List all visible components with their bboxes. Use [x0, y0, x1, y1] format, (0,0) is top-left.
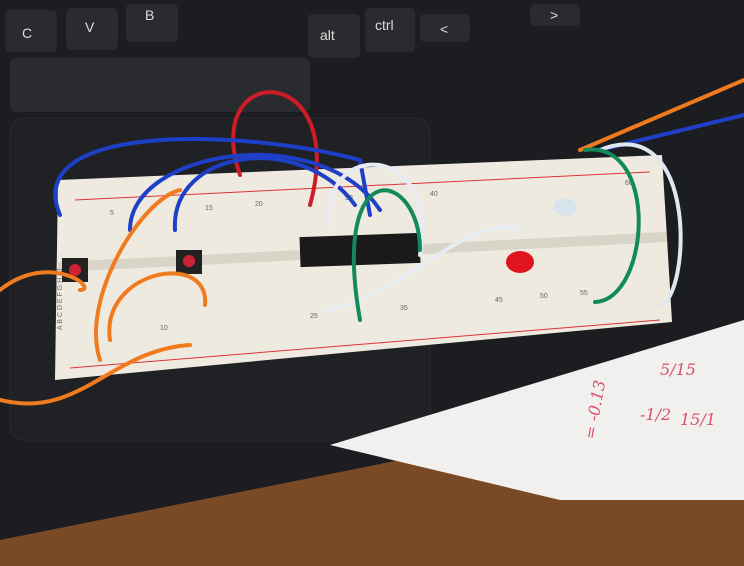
key-left [420, 14, 470, 42]
key-right [530, 4, 580, 26]
push-button-cap [69, 264, 81, 276]
column-number: 50 [540, 293, 548, 300]
breadboard [55, 155, 672, 380]
column-numbers: 5 10 15 20 25 30 35 40 45 50 55 60 A B C… [57, 180, 633, 332]
column-number: 20 [255, 201, 263, 208]
key-label: > [550, 7, 558, 23]
column-number: 15 [205, 205, 213, 212]
note-line: 5/15 [660, 360, 696, 379]
paper-notes [330, 320, 744, 500]
key-label: C [22, 25, 32, 41]
note-line: -1/2 [640, 405, 671, 424]
power-rail-line [69, 319, 661, 369]
blue-wire [53, 137, 372, 217]
white-wire [323, 225, 522, 312]
keyboard: C V B alt ctrl < > [5, 4, 580, 112]
spacebar [10, 58, 310, 112]
column-number: 60 [625, 180, 633, 187]
key-c [5, 10, 57, 52]
key-label: V [85, 19, 95, 35]
key-alt [308, 14, 360, 58]
key-label: < [440, 21, 448, 37]
red-led [506, 251, 534, 273]
key-label: ctrl [375, 17, 394, 33]
orange-wire [94, 188, 182, 362]
blue-wire [172, 156, 357, 232]
key-b [126, 4, 178, 42]
orange-wire [578, 78, 744, 152]
orange-wire [107, 271, 208, 342]
white-wire [598, 142, 683, 307]
push-button-cap [183, 255, 195, 267]
key-ctrl [365, 8, 415, 52]
column-number: 5 [110, 210, 114, 217]
column-number: 55 [580, 290, 588, 297]
column-number: 35 [400, 305, 408, 312]
blue-wire [128, 153, 382, 232]
note-line: 15/1 [680, 410, 716, 429]
column-number: 10 [160, 325, 168, 332]
column-number: 25 [310, 313, 318, 320]
column-number: 40 [430, 191, 438, 198]
key-v [66, 8, 118, 50]
clear-led [553, 198, 577, 216]
ic-chip [299, 232, 421, 268]
red-wire [231, 90, 319, 207]
column-number: 45 [495, 297, 503, 304]
jumper-wires [0, 78, 744, 406]
key-label: alt [320, 27, 335, 43]
key-label: B [145, 7, 154, 23]
white-wire [327, 162, 425, 257]
orange-wire [0, 270, 192, 406]
green-wire [351, 188, 422, 322]
green-wire [583, 147, 641, 304]
row-letters: A B C D E F G H I J [57, 269, 64, 330]
